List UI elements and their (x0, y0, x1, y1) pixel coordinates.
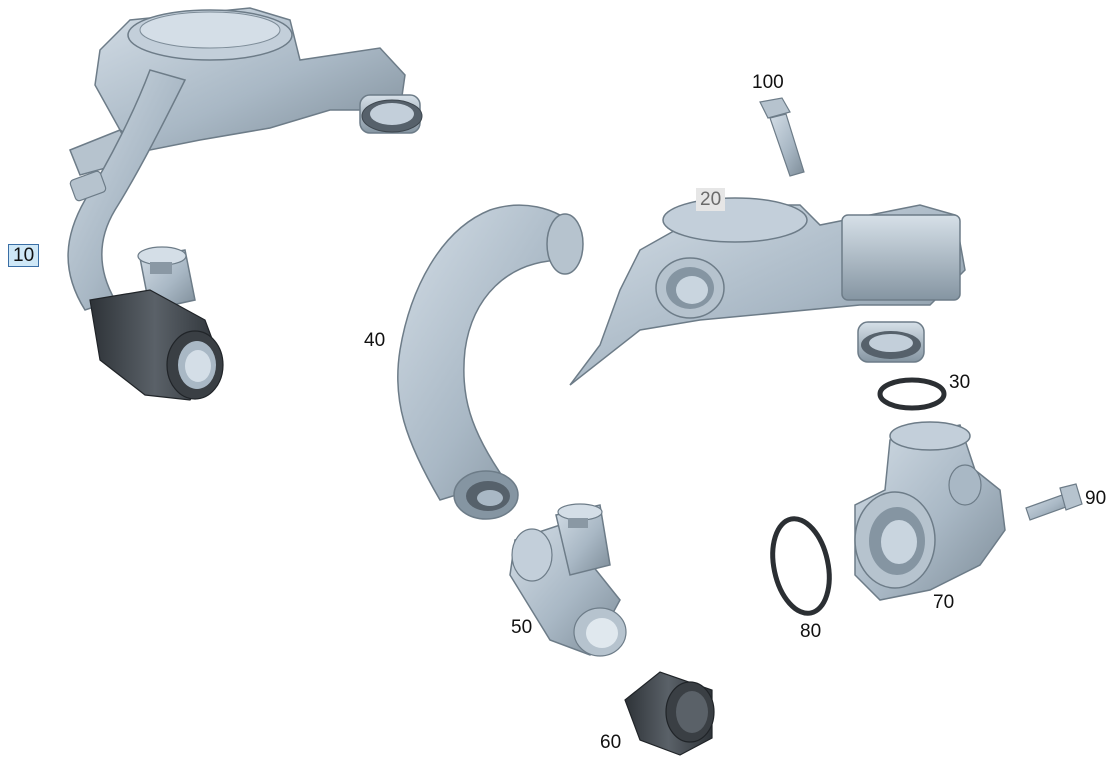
part-20-housing (569, 197, 966, 386)
callout-100[interactable]: 100 (752, 72, 784, 93)
callout-60[interactable]: 60 (600, 732, 622, 753)
part-40-hose (397, 204, 584, 520)
part-30-o-ring (877, 377, 947, 411)
callout-70[interactable]: 70 (933, 592, 955, 613)
part-10-rubber-end (89, 289, 224, 401)
callout-80[interactable]: 80 (800, 621, 822, 642)
callout-10[interactable]: 10 (8, 244, 40, 267)
part-70-flange (854, 421, 1006, 601)
part-90-bolt (1025, 483, 1083, 521)
part-10-outlet-stub (359, 94, 423, 134)
callout-50[interactable]: 50 (511, 617, 533, 638)
callout-90[interactable]: 90 (1085, 488, 1107, 509)
part-80-o-ring (770, 516, 832, 616)
part-100-bolt (759, 97, 805, 177)
callout-20[interactable]: 20 (696, 188, 726, 211)
callout-30[interactable]: 30 (949, 372, 971, 393)
part-20-outlet-stub (857, 321, 925, 363)
part-10-assembly (67, 7, 423, 401)
part-50-connector (509, 503, 627, 657)
part-60-rubber-sleeve (624, 671, 715, 756)
callout-40[interactable]: 40 (364, 330, 386, 351)
